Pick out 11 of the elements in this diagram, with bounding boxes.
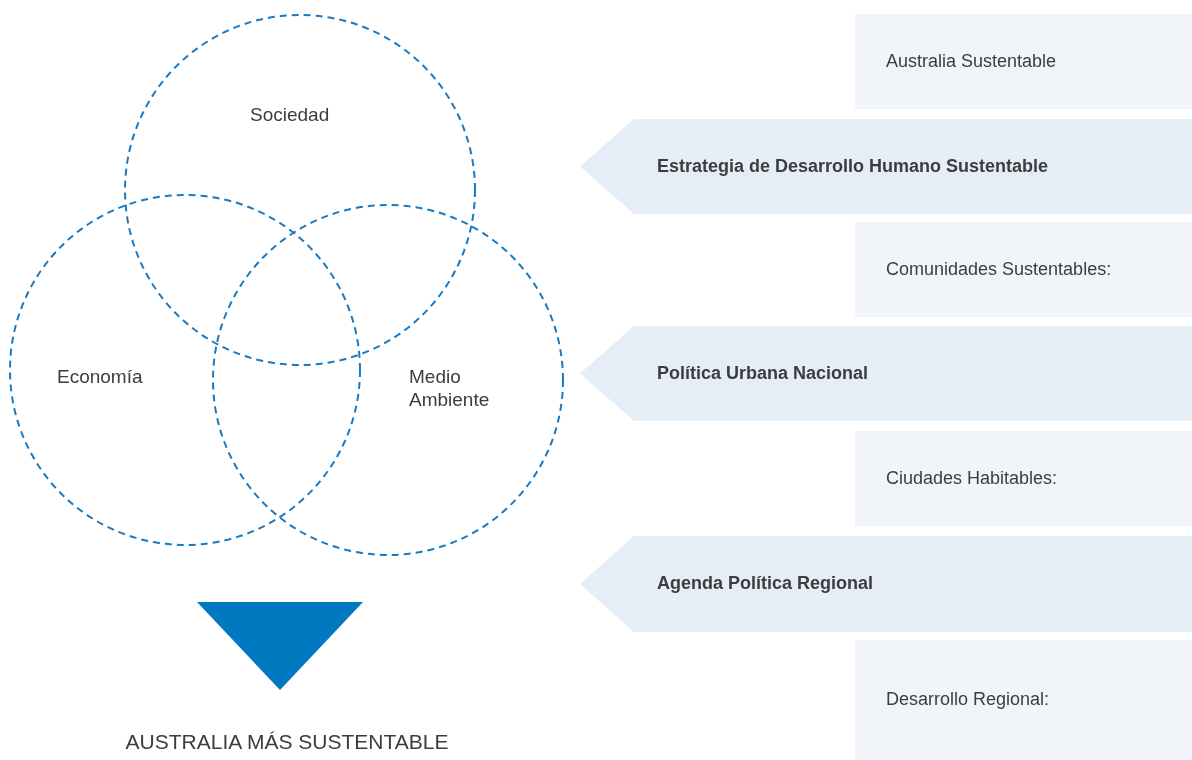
circle-label: Sociedad (250, 104, 330, 127)
circle-label: Economía (57, 366, 143, 389)
circle-label: Medio Ambiente (409, 366, 491, 412)
result-label: AUSTRALIA MÁS SUSTENTABLE (124, 730, 450, 754)
band-label: Comunidades Sustentables: (886, 258, 1112, 280)
band-label: Estrategia de Desarrollo Humano Sustentable (657, 155, 1049, 177)
band-label: Desarrollo Regional: (886, 689, 1050, 710)
band-label: Agenda Política Regional (657, 573, 874, 594)
band-label: Ciudades Habitables: (886, 467, 1058, 489)
band-label: Política Urbana Nacional (657, 362, 869, 384)
band-label: Australia Sustentable (886, 50, 1057, 72)
